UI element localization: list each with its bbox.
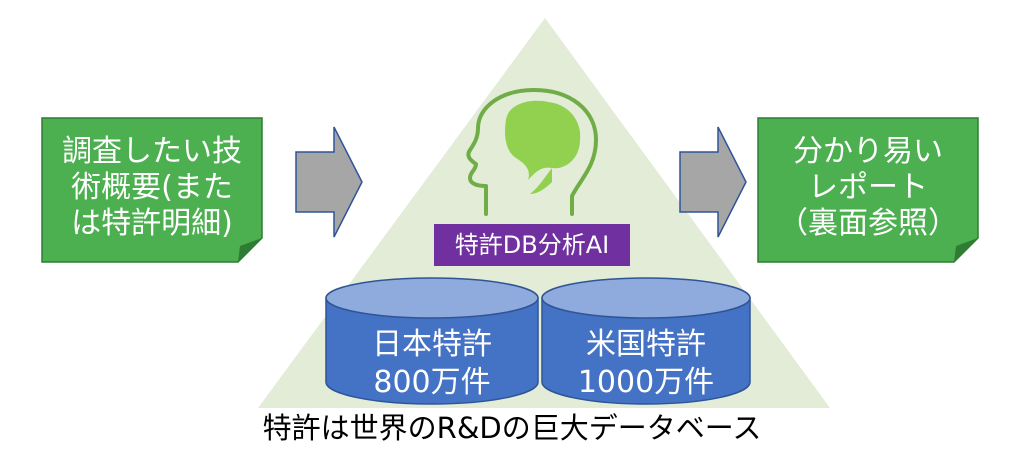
right-note-line: （裏面参照）: [778, 206, 958, 241]
left-note-line: 調査したい技: [62, 134, 242, 169]
right-note-text: 分かり易い レポート （裏面参照）: [760, 134, 976, 242]
right-note: [757, 117, 979, 263]
db-line: 日本特許: [372, 327, 492, 362]
left-note-text: 調査したい技 術概要(また は特許明細): [44, 134, 260, 242]
caption: 特許は世界のR&Dの巨大データベース: [262, 411, 762, 445]
db-japan-text: 日本特許 800万件: [326, 326, 538, 402]
db-us-text: 米国特許 1000万件: [542, 326, 750, 402]
db-line: 800万件: [373, 365, 491, 400]
right-arrow: [679, 126, 747, 238]
left-note: [41, 117, 263, 263]
db-cylinder-japan: [325, 277, 539, 405]
left-note-line: 術概要(また: [71, 170, 233, 205]
db-line: 1000万件: [577, 365, 715, 400]
ai-label: 特許DB分析AI: [434, 224, 630, 266]
db-cylinder-us: [541, 277, 751, 405]
left-note-line: は特許明細): [71, 206, 233, 241]
head-brain-icon: [466, 88, 598, 216]
db-line: 米国特許: [586, 327, 706, 362]
right-note-line: 分かり易い: [793, 134, 943, 169]
right-note-line: レポート: [808, 170, 928, 205]
left-arrow: [295, 126, 363, 238]
